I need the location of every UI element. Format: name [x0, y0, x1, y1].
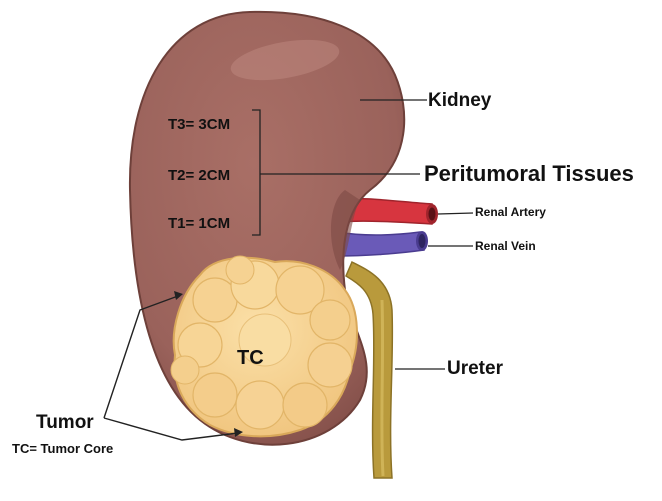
ureter-label: Ureter: [447, 358, 503, 379]
t1-label: T1= 1CM: [168, 215, 231, 232]
renal-artery-label: Renal Artery: [475, 205, 546, 219]
renal-vein-label: Renal Vein: [475, 239, 536, 253]
tumor-label: Tumor: [36, 412, 94, 433]
tumor-arrow-down: [103, 417, 239, 441]
t3-label: T3= 3CM: [168, 116, 231, 133]
t-zone-bracket: [252, 109, 261, 236]
tumor-mass: [170, 255, 358, 438]
renal-artery-leader: [437, 212, 474, 215]
renal-vein-shape: [337, 231, 425, 257]
tumor-arrow-up: [103, 295, 179, 419]
tumor-core-legend: TC= Tumor Core: [12, 441, 114, 456]
peritumoral-tissues-label: Peritumoral Tissues: [424, 161, 634, 186]
t2-label: T2= 2CM: [168, 167, 231, 184]
kidney-label: Kidney: [428, 90, 492, 111]
tumor-core-label: TC: [237, 347, 264, 369]
